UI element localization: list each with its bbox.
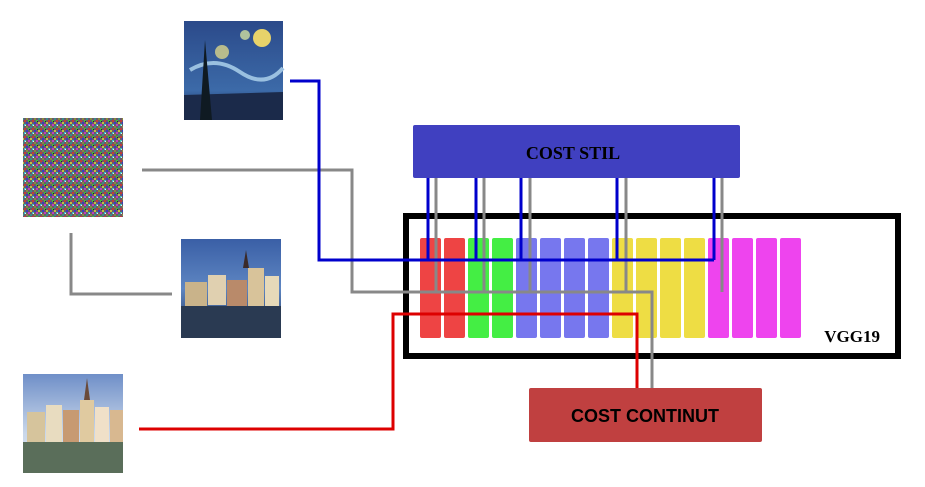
style-cost-label: COST STIL: [526, 143, 620, 163]
style-cost-box: COST STIL: [413, 125, 740, 178]
content-cost-box: COST CONTINUT: [529, 388, 762, 442]
layer-block: [564, 238, 585, 338]
content-image-wires: [139, 312, 639, 431]
moon-shape: [253, 29, 271, 47]
layer-block: [468, 238, 489, 338]
layer-block: [684, 238, 705, 338]
layer-block: [516, 238, 537, 338]
layer-block: [420, 238, 441, 338]
style-image-wires: [290, 79, 716, 262]
layer-block: [588, 238, 609, 338]
generated-image-wires: [69, 168, 724, 388]
layer-block: [492, 238, 513, 338]
layer-block: [612, 238, 633, 338]
layer-block: [732, 238, 753, 338]
style-to-network-wire: [290, 79, 714, 262]
layer-block: [756, 238, 777, 338]
content-image: [23, 374, 123, 473]
layer-block: [708, 238, 729, 338]
layer-block: [540, 238, 561, 338]
layer-block: [660, 238, 681, 338]
content-cost-label: COST CONTINUT: [571, 406, 719, 426]
generated-to-noise-wire: [69, 233, 172, 296]
cypress-shape: [200, 40, 212, 120]
noise-image: [23, 118, 123, 217]
noise-to-network-wire: [142, 168, 654, 388]
content-to-network-wire: [139, 312, 639, 431]
layer-block: [780, 238, 801, 338]
layer-block: [636, 238, 657, 338]
layer-block: [444, 238, 465, 338]
generated-image: [181, 239, 281, 338]
style-image: [184, 21, 285, 120]
network-label: VGG19: [824, 327, 880, 346]
